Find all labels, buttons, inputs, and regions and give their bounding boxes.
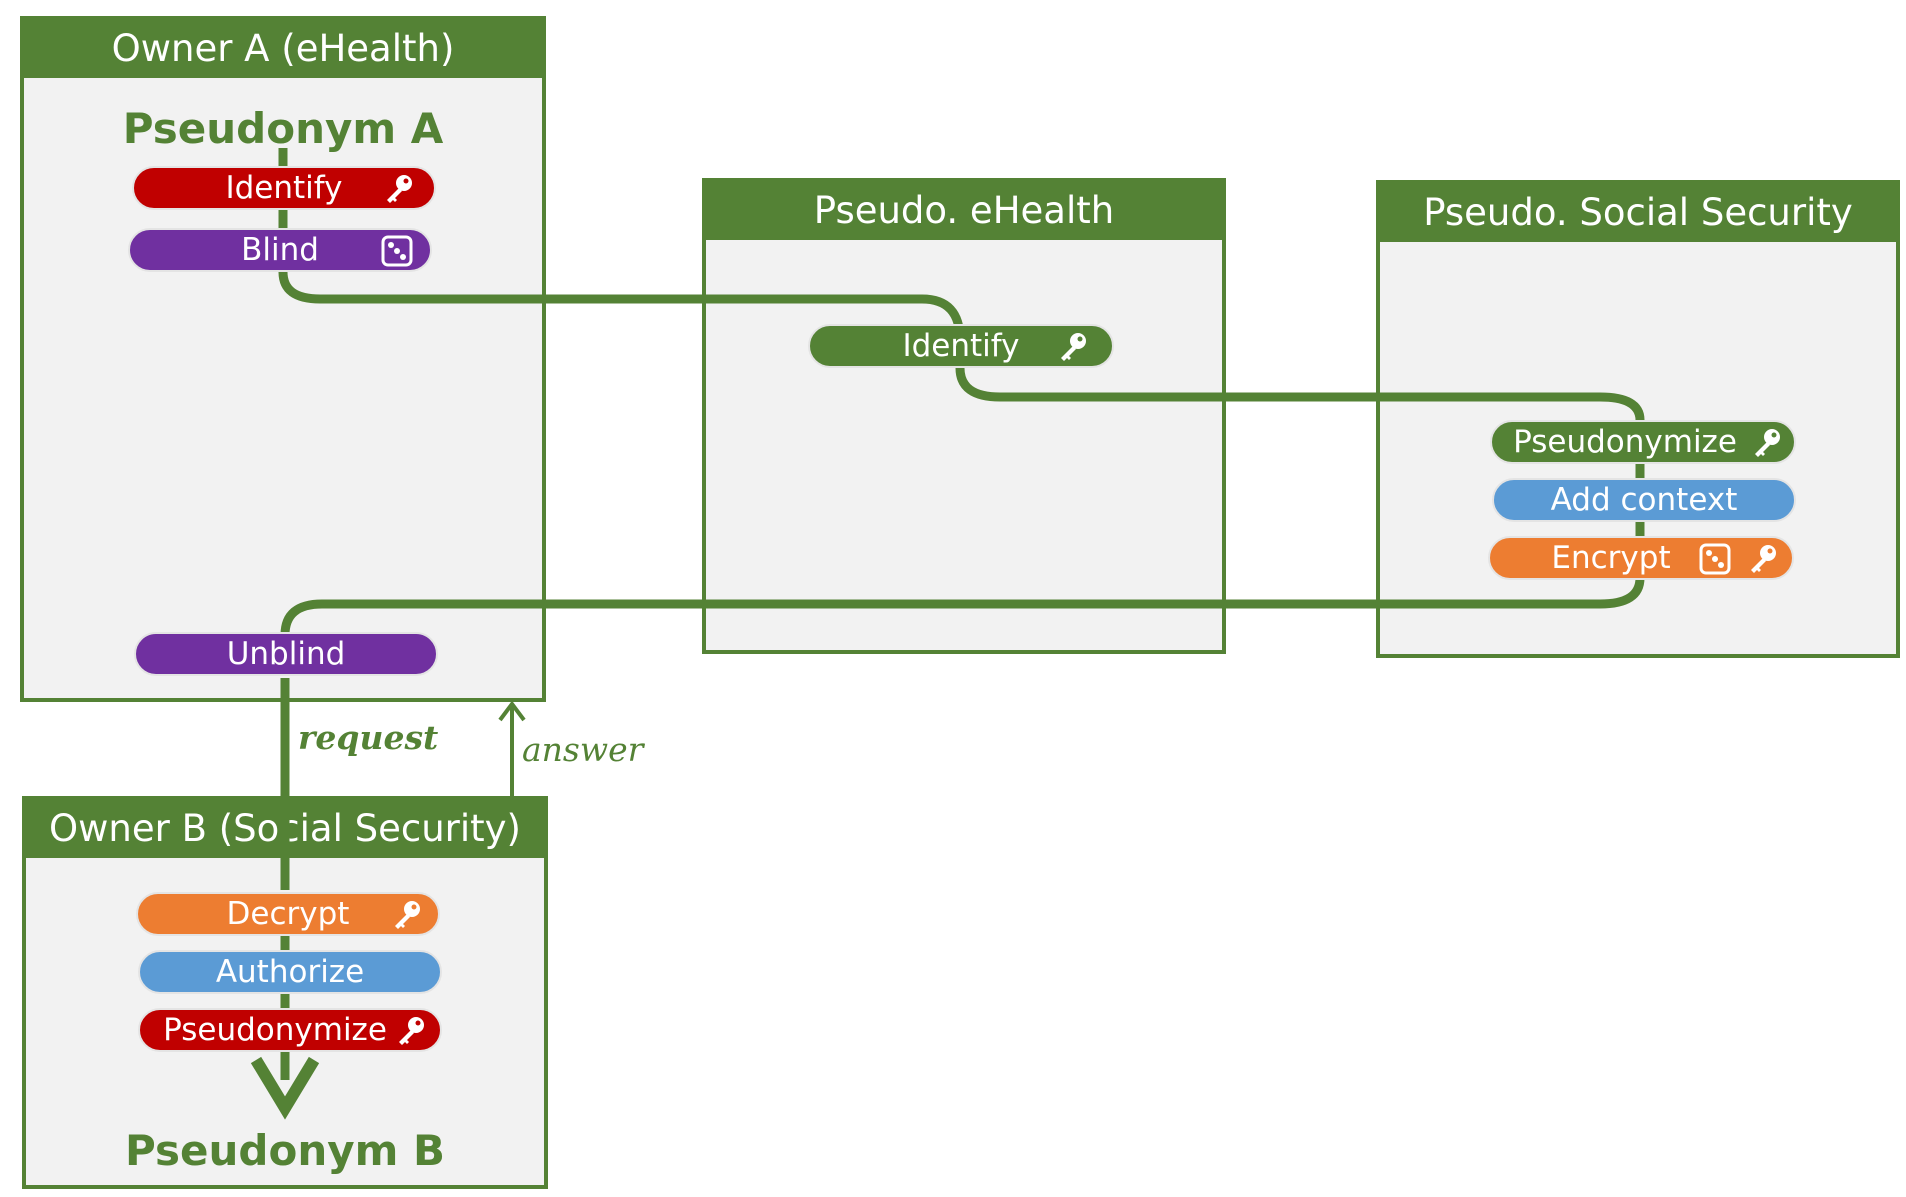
owner-b-decrypt-step: Decrypt — [136, 892, 440, 936]
pseudonym-b: Pseudonym B — [124, 1126, 446, 1175]
flow-ehealth-to-social — [955, 367, 1645, 421]
key-icon — [1755, 429, 1780, 457]
request-label: request — [298, 718, 439, 757]
owner-a-unblind-step: Unblind — [134, 632, 438, 676]
pseudonym-b-arrow-icon — [250, 1056, 320, 1120]
key-icon — [1751, 545, 1776, 573]
owner-a-title: Owner A (eHealth) — [24, 20, 542, 78]
key-icon — [1061, 333, 1086, 361]
owner-b-box: Owner B (Social Security) Pseudonym B — [22, 796, 548, 1189]
dice-icon — [1699, 543, 1731, 575]
key-icon — [395, 901, 420, 929]
owner-b-pseudonymize-step: Pseudonymize — [138, 1008, 442, 1052]
key-icon — [399, 1017, 424, 1045]
key-icon — [387, 175, 412, 203]
pseudo-social-title: Pseudo. Social Security — [1380, 184, 1896, 242]
social-add-context-step: Add context — [1492, 478, 1796, 522]
pseudonym-a: Pseudonym A — [122, 104, 444, 153]
social-encrypt-step: Encrypt — [1488, 536, 1794, 580]
flow-blind-to-ehealth — [278, 271, 965, 341]
answer-label: answer — [522, 730, 644, 769]
owner-a-identify-step: Identify — [132, 166, 436, 210]
owner-a-blind-step: Blind — [128, 228, 432, 272]
ehealth-identify-step: Identify — [808, 324, 1114, 368]
flow-social-to-unblind — [280, 577, 1645, 636]
social-pseudonymize-step: Pseudonymize — [1490, 420, 1796, 464]
pseudo-ehealth-box: Pseudo. eHealth — [702, 178, 1226, 654]
owner-a-box: Owner A (eHealth) Pseudonym A — [20, 16, 546, 702]
dice-icon — [381, 235, 413, 267]
answer-arrowhead-icon — [498, 700, 526, 722]
owner-b-authorize-step: Authorize — [138, 950, 442, 994]
pseudo-ehealth-title: Pseudo. eHealth — [706, 182, 1222, 240]
